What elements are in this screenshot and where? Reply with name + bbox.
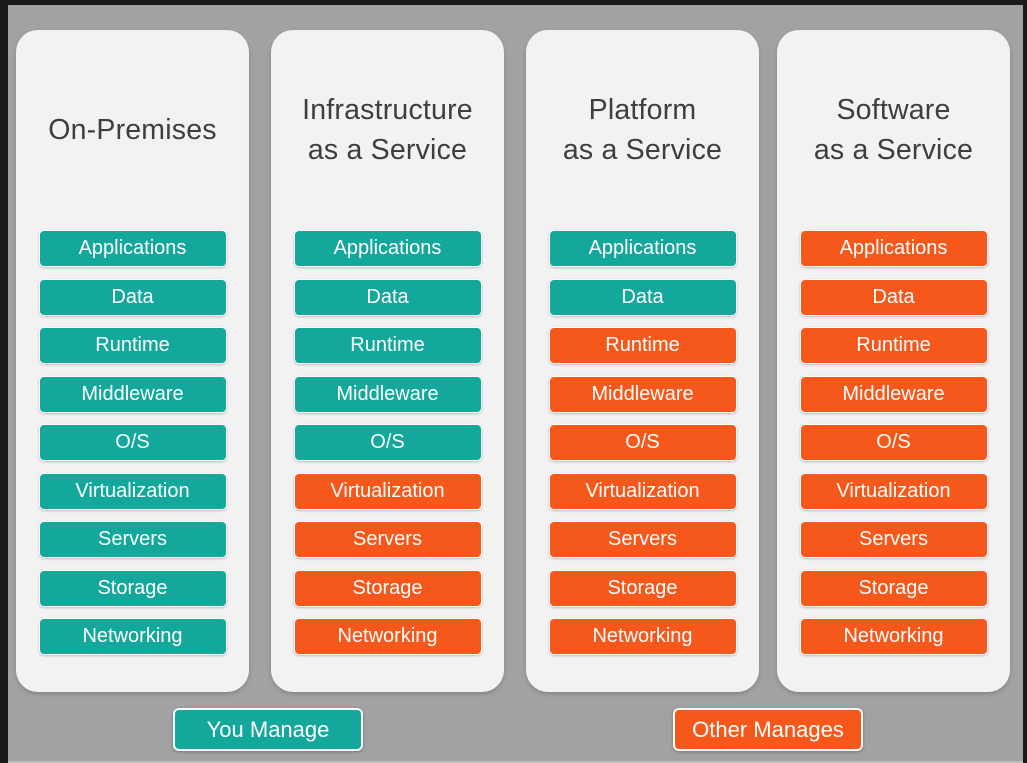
column-title-line: Platform <box>588 94 697 126</box>
layer-chip-virtualization: Virtualization <box>38 472 227 510</box>
layer-chip-servers: Servers <box>293 521 482 558</box>
column-title: Platform as a Service <box>526 30 759 230</box>
layer-chip-o-s: O/S <box>38 424 227 461</box>
layer-chip-runtime: Runtime <box>38 327 227 364</box>
layer-chip-o-s: O/S <box>799 424 988 461</box>
column-title: Software as a Service <box>777 30 1010 230</box>
column-title-line: On-Premises <box>48 114 217 146</box>
layer-chip-storage: Storage <box>293 569 482 607</box>
layer-chip-data: Data <box>293 278 482 316</box>
column-title: Infrastructure as a Service <box>271 30 504 230</box>
legend-other-manages-label: Other Manages <box>692 716 844 742</box>
layer-chip-middleware: Middleware <box>799 375 988 413</box>
column-title: On-Premises <box>16 30 249 230</box>
layer-chip-storage: Storage <box>548 569 737 607</box>
layer-chip-virtualization: Virtualization <box>799 472 988 510</box>
layer-chip-servers: Servers <box>799 521 988 558</box>
layer-chip-middleware: Middleware <box>38 375 227 413</box>
layer-chip-runtime: Runtime <box>293 327 482 364</box>
layer-chip-storage: Storage <box>38 569 227 607</box>
layer-chip-virtualization: Virtualization <box>548 472 737 510</box>
layer-chip-applications: Applications <box>38 230 227 267</box>
layer-chip-runtime: Runtime <box>799 327 988 364</box>
layer-chip-networking: Networking <box>293 618 482 655</box>
column-title-line: as a Service <box>562 134 723 166</box>
layer-chip-data: Data <box>548 278 737 316</box>
layer-chip-storage: Storage <box>799 569 988 607</box>
column-title-line: Software <box>836 94 951 126</box>
layer-chip-o-s: O/S <box>293 424 482 461</box>
legend-you-manage: You Manage <box>173 708 363 751</box>
layer-chip-networking: Networking <box>799 618 988 655</box>
layer-chip-applications: Applications <box>293 230 482 267</box>
layer-chip-applications: Applications <box>799 230 988 267</box>
layer-chip-servers: Servers <box>548 521 737 558</box>
column-title-line: as a Service <box>813 134 974 166</box>
layer-chip-applications: Applications <box>548 230 737 267</box>
layer-chip-virtualization: Virtualization <box>293 472 482 510</box>
layer-chip-o-s: O/S <box>548 424 737 461</box>
layer-chip-networking: Networking <box>548 618 737 655</box>
layer-chip-runtime: Runtime <box>548 327 737 364</box>
legend-you-manage-label: You Manage <box>206 716 330 742</box>
column-title-line: as a Service <box>307 134 468 166</box>
layer-chip-data: Data <box>38 278 227 316</box>
layer-chip-middleware: Middleware <box>548 375 737 413</box>
layer-chip-middleware: Middleware <box>293 375 482 413</box>
layer-chip-networking: Networking <box>38 618 227 655</box>
layer-chip-servers: Servers <box>38 521 227 558</box>
column-title-line: Infrastructure <box>302 94 473 126</box>
legend-other-manages: Other Manages <box>673 708 863 751</box>
layer-chip-data: Data <box>799 278 988 316</box>
